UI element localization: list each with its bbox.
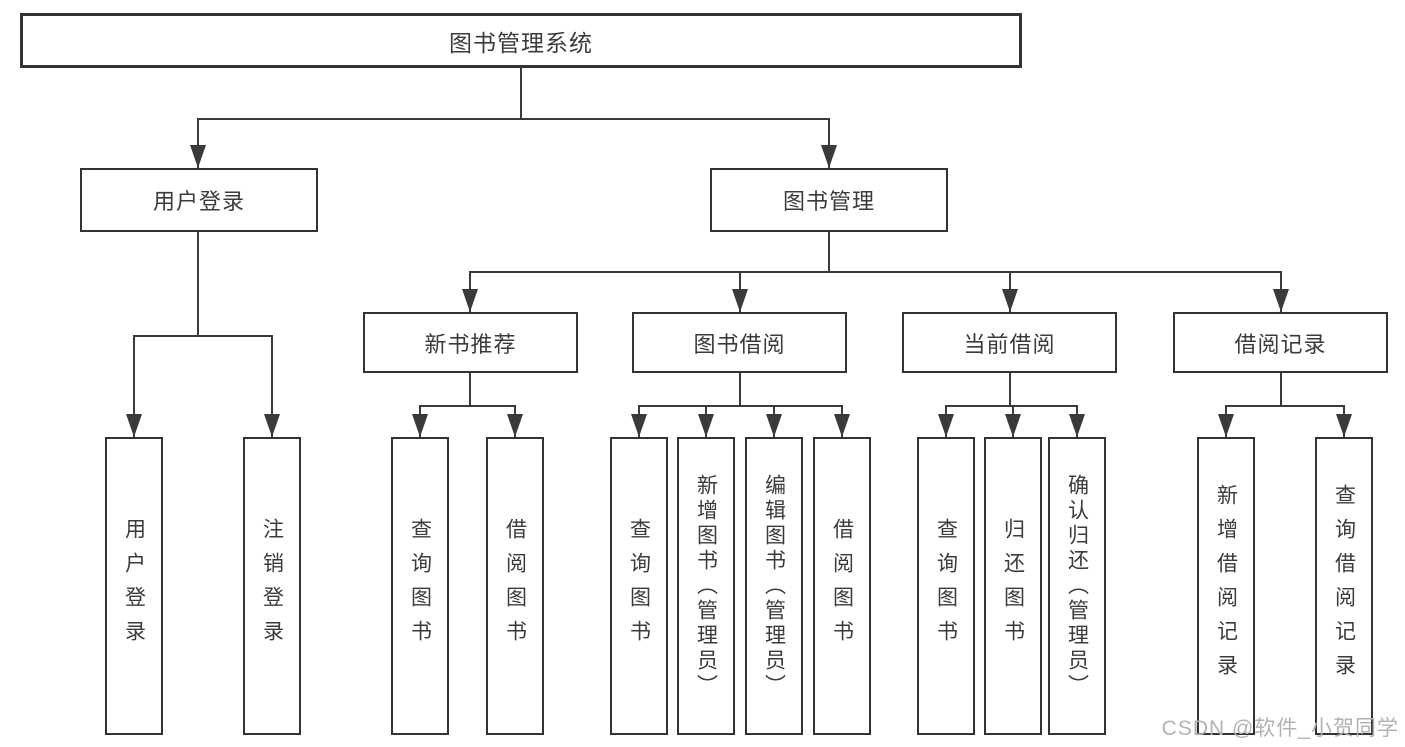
connector xyxy=(828,118,830,168)
arrowhead-icon xyxy=(1218,414,1234,437)
arrowhead-icon xyxy=(631,414,647,437)
arrowhead-icon xyxy=(938,414,954,437)
arrowhead-icon xyxy=(1273,289,1289,312)
connector xyxy=(197,232,199,335)
connector xyxy=(1009,373,1011,405)
arrowhead-icon xyxy=(766,414,782,437)
arrowhead-icon xyxy=(1336,414,1352,437)
arrowhead-icon xyxy=(412,414,428,437)
node-leaf-edit-books-admin: 编辑图书（管理员） xyxy=(745,437,803,735)
node-leaf-query-books-2: 查询图书 xyxy=(610,437,668,735)
connector xyxy=(133,335,273,337)
node-leaf-query-books-3: 查询图书 xyxy=(917,437,975,735)
node-leaf-query-borrow-record: 查询借阅记录 xyxy=(1315,437,1373,735)
arrowhead-icon xyxy=(507,414,523,437)
node-book-management: 图书管理 xyxy=(710,168,948,232)
arrowhead-icon xyxy=(698,414,714,437)
arrowhead-icon xyxy=(1002,289,1018,312)
node-leaf-logout: 注销登录 xyxy=(243,437,301,735)
arrowhead-icon xyxy=(264,414,280,437)
node-leaf-add-books-admin: 新增图书（管理员） xyxy=(677,437,735,735)
node-borrowing-records: 借阅记录 xyxy=(1173,312,1388,373)
arrowhead-icon xyxy=(126,414,142,437)
node-leaf-query-books-1: 查询图书 xyxy=(391,437,449,735)
node-current-borrowing: 当前借阅 xyxy=(902,312,1117,373)
connector xyxy=(469,271,1282,273)
connector xyxy=(197,118,830,120)
arrowhead-icon xyxy=(732,289,748,312)
node-leaf-borrow-books-1: 借阅图书 xyxy=(486,437,544,735)
connector xyxy=(828,232,830,271)
node-leaf-confirm-return-admin: 确认归还（管理员） xyxy=(1048,437,1106,735)
connector xyxy=(133,335,135,437)
arrowhead-icon xyxy=(834,414,850,437)
csdn-watermark: CSDN @软件_小贺同学 xyxy=(1161,717,1399,740)
connector xyxy=(271,335,273,437)
connector xyxy=(469,373,471,405)
arrowhead-icon xyxy=(1005,414,1021,437)
connector xyxy=(1225,405,1345,407)
node-new-book-recommendation: 新书推荐 xyxy=(363,312,578,373)
arrowhead-icon xyxy=(462,289,478,312)
connector xyxy=(739,373,741,405)
connector xyxy=(197,118,199,168)
connector xyxy=(638,405,843,407)
connector xyxy=(945,405,1078,407)
connector xyxy=(1280,373,1282,405)
connector xyxy=(419,405,516,407)
node-leaf-return-books: 归还图书 xyxy=(984,437,1042,735)
node-library-management-system: 图书管理系统 xyxy=(20,13,1022,68)
connector xyxy=(520,68,522,118)
node-user-login: 用户登录 xyxy=(80,168,318,232)
arrowhead-icon xyxy=(190,145,206,168)
node-leaf-user-login: 用户登录 xyxy=(105,437,163,735)
node-book-borrowing: 图书借阅 xyxy=(632,312,847,373)
arrowhead-icon xyxy=(1069,414,1085,437)
node-leaf-borrow-books-2: 借阅图书 xyxy=(813,437,871,735)
arrowhead-icon xyxy=(821,145,837,168)
node-leaf-add-borrow-record: 新增借阅记录 xyxy=(1197,437,1255,735)
